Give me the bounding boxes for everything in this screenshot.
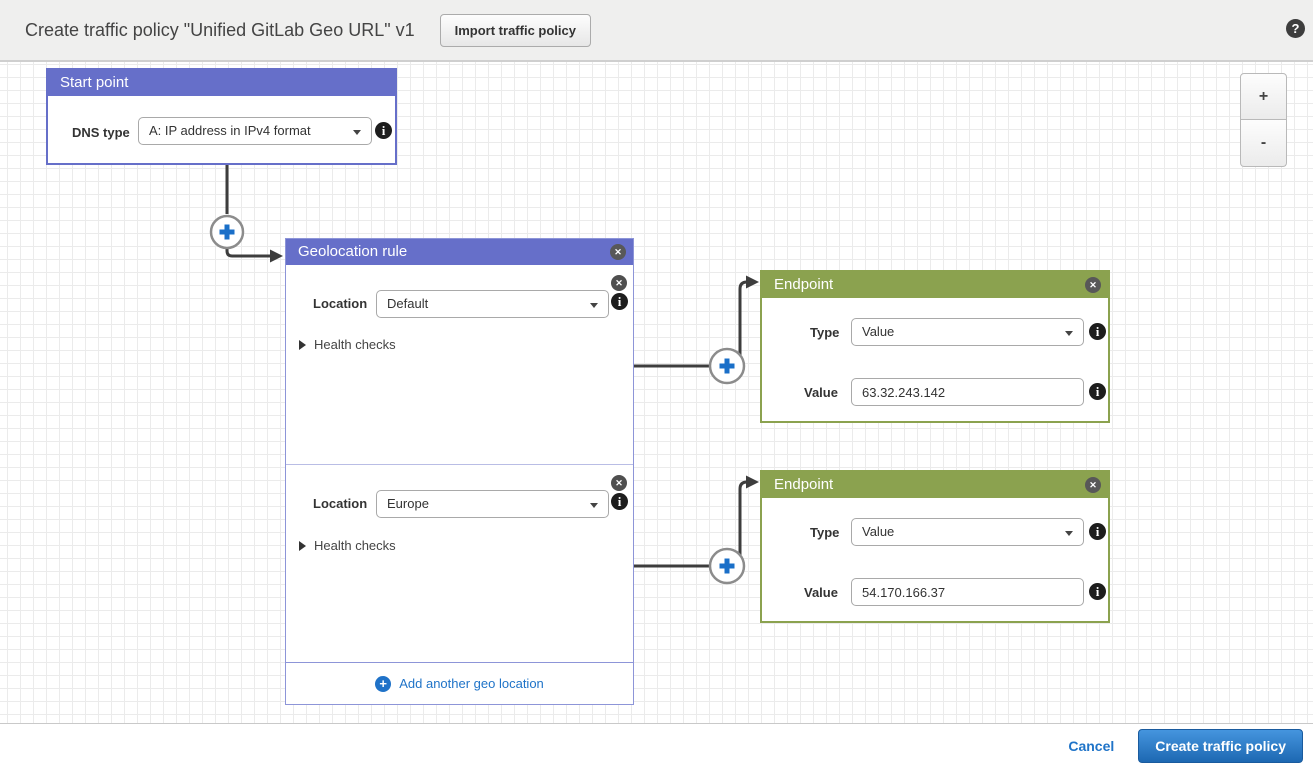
endpoint-value-label: Value: [804, 385, 838, 400]
endpoint-type-info-icon[interactable]: i: [1089, 523, 1106, 540]
location-label: Location: [313, 296, 368, 311]
geo-location-section: ✕ Location Default i Health checks: [286, 265, 633, 464]
health-checks-expander[interactable]: Health checks: [299, 538, 396, 553]
add-rule-connector-icon[interactable]: [209, 214, 245, 250]
zoom-controls: + -: [1240, 73, 1287, 167]
dns-type-dropdown[interactable]: A: IP address in IPv4 format: [138, 117, 372, 145]
geo-rule-footer: + Add another geo location: [286, 662, 633, 704]
geolocation-rule-title: Geolocation rule: [298, 243, 408, 260]
endpoint-node: Endpoint ✕ Type Value i Value i: [760, 470, 1110, 623]
triangle-right-icon: [299, 339, 306, 350]
close-endpoint-icon[interactable]: ✕: [1085, 277, 1101, 293]
endpoint-node: Endpoint ✕ Type Value i Value i: [760, 270, 1110, 423]
endpoint-title: Endpoint: [774, 276, 834, 293]
close-location-icon[interactable]: ✕: [611, 275, 627, 291]
endpoint-title: Endpoint: [774, 476, 834, 493]
geolocation-rule-header: Geolocation rule ✕: [286, 239, 633, 265]
location-dropdown[interactable]: Europe: [376, 490, 609, 518]
endpoint-type-info-icon[interactable]: i: [1089, 323, 1106, 340]
location-label: Location: [313, 496, 368, 511]
chevron-down-icon: [590, 503, 598, 508]
health-checks-label: Health checks: [314, 538, 396, 553]
create-traffic-policy-button[interactable]: Create traffic policy: [1138, 729, 1303, 763]
plus-circle-icon: +: [375, 675, 392, 692]
endpoint-type-selected-value: Value: [862, 324, 895, 339]
footer-bar: Cancel Create traffic policy: [0, 724, 1313, 768]
endpoint-type-label: Type: [810, 525, 840, 540]
location-selected-value: Default: [387, 296, 429, 311]
endpoint-type-selected-value: Value: [862, 524, 895, 539]
chevron-down-icon: [1065, 531, 1073, 536]
endpoint-value-input[interactable]: [851, 378, 1084, 406]
add-endpoint-connector-icon[interactable]: [708, 547, 746, 585]
start-point-header: Start point: [48, 70, 395, 96]
chevron-down-icon: [590, 303, 598, 308]
endpoint-value-input[interactable]: [851, 578, 1084, 606]
location-info-icon[interactable]: i: [611, 293, 628, 310]
health-checks-expander[interactable]: Health checks: [299, 337, 396, 352]
endpoint-value-info-icon[interactable]: i: [1089, 583, 1106, 600]
endpoint-type-dropdown[interactable]: Value: [851, 318, 1084, 346]
add-endpoint-connector-icon[interactable]: [708, 347, 746, 385]
chevron-down-icon: [353, 130, 361, 135]
zoom-out-button[interactable]: -: [1240, 120, 1287, 167]
close-rule-icon[interactable]: ✕: [610, 244, 626, 260]
endpoint-header: Endpoint ✕: [762, 272, 1108, 298]
help-icon[interactable]: ?: [1286, 19, 1305, 38]
policy-canvas: Start point DNS type A: IP address in IP…: [0, 62, 1313, 724]
cancel-link[interactable]: Cancel: [1068, 738, 1115, 754]
dns-type-label: DNS type: [72, 125, 130, 140]
endpoint-value-label: Value: [804, 585, 838, 600]
close-endpoint-icon[interactable]: ✕: [1085, 477, 1101, 493]
location-selected-value: Europe: [387, 496, 429, 511]
chevron-down-icon: [1065, 331, 1073, 336]
zoom-in-button[interactable]: +: [1240, 73, 1287, 120]
geo-location-section: ✕ Location Europe i Health checks: [286, 464, 633, 664]
dns-type-selected-value: A: IP address in IPv4 format: [149, 123, 311, 138]
endpoint-type-label: Type: [810, 325, 840, 340]
location-info-icon[interactable]: i: [611, 493, 628, 510]
endpoint-type-dropdown[interactable]: Value: [851, 518, 1084, 546]
page-title: Create traffic policy "Unified GitLab Ge…: [25, 19, 415, 40]
location-dropdown[interactable]: Default: [376, 290, 609, 318]
import-traffic-policy-button[interactable]: Import traffic policy: [439, 13, 591, 47]
endpoint-value-info-icon[interactable]: i: [1089, 383, 1106, 400]
add-geo-location-link[interactable]: + Add another geo location: [375, 675, 544, 692]
triangle-right-icon: [299, 540, 306, 551]
close-location-icon[interactable]: ✕: [611, 475, 627, 491]
health-checks-label: Health checks: [314, 337, 396, 352]
endpoint-header: Endpoint ✕: [762, 472, 1108, 498]
geolocation-rule-node: Geolocation rule ✕ ✕ Location Default i …: [285, 238, 634, 705]
start-point-node: Start point DNS type A: IP address in IP…: [46, 68, 397, 165]
dns-type-info-icon[interactable]: i: [375, 122, 392, 139]
top-bar: Create traffic policy "Unified GitLab Ge…: [0, 0, 1313, 62]
add-geo-location-label: Add another geo location: [399, 676, 544, 691]
